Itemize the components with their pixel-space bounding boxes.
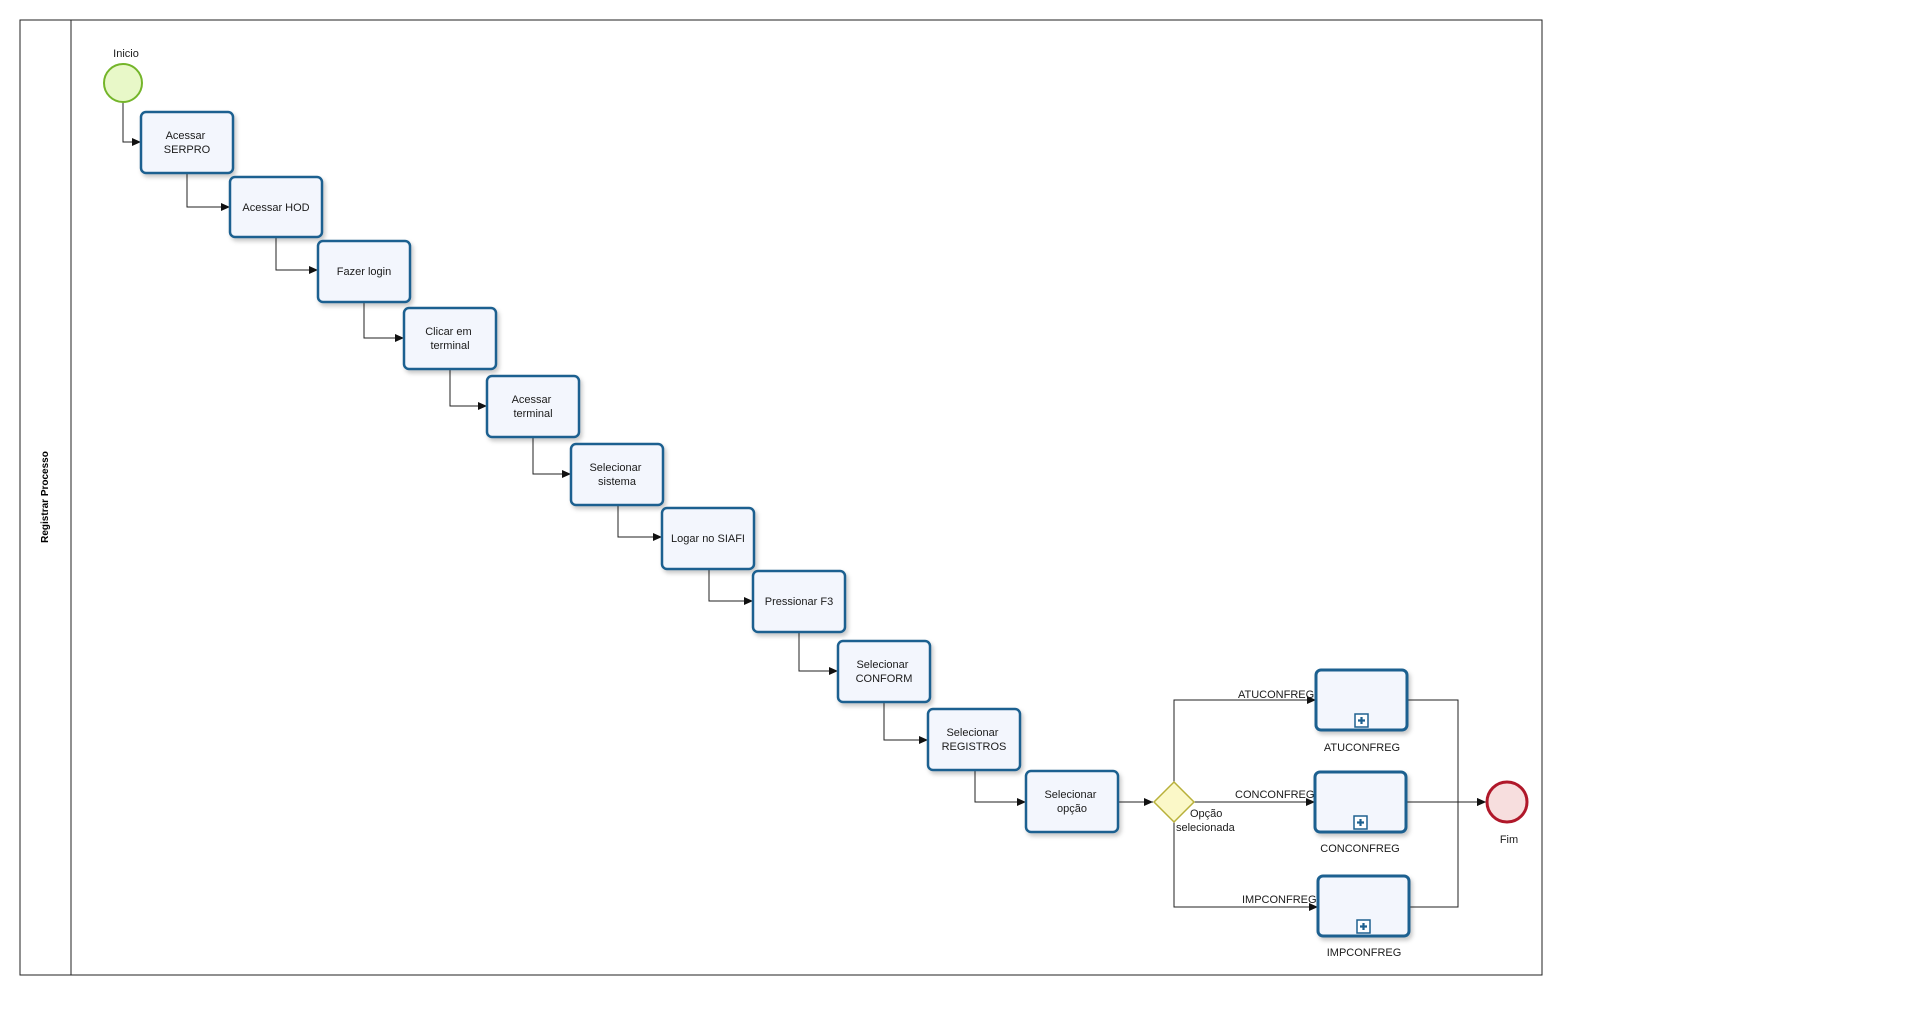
flow-t7-t8 [708,569,753,605]
start-event[interactable] [103,63,143,103]
task-label: Clicar em terminal [425,326,475,352]
task-acessar-serpro[interactable] [139,110,235,175]
subprocess-label: CONCONFREG [1320,843,1399,855]
end-event[interactable] [1485,780,1529,824]
flow-label-s3: IMPCONFREG [1242,894,1317,906]
task-label: Acessar SERPRO [164,130,211,156]
end-event-label: Fim [1500,834,1518,846]
flow-t5-t6 [532,437,571,478]
subprocess-atuconfreg[interactable] [1314,668,1409,732]
task-acessar-terminal[interactable] [485,374,581,439]
task-label: Selecionar opção [1044,789,1099,815]
sequence-flows [122,102,1486,911]
task-label: Logar no SIAFI [671,533,745,545]
flow-gateway-s3 [1173,822,1318,911]
flow-label-s1: ATUCONFREG [1238,689,1314,701]
task-fazer-login[interactable] [316,239,412,304]
flow-t10-t11 [974,770,1026,806]
flow-t6-t7 [617,505,662,541]
task-label: Selecionar sistema [589,462,644,488]
task-selecionar-conform[interactable] [836,639,932,704]
exclusive-gateway[interactable] [1152,780,1196,824]
expand-marker-icon[interactable] [1356,919,1371,934]
flow-start-t1 [122,102,141,146]
task-logar-no-siafi[interactable] [660,506,756,571]
task-label: Selecionar CONFORM [856,659,913,685]
pool: Registrar Processo [19,19,1543,976]
expand-marker-icon[interactable] [1353,815,1368,830]
task-label: Pressionar F3 [765,596,833,608]
subprocess-label: ATUCONFREG [1324,742,1400,754]
task-selecionar-opcao[interactable] [1024,769,1120,834]
flow-t4-t5 [449,369,487,410]
flow-t2-t3 [275,237,318,274]
task-label: Acessar HOD [242,202,309,214]
gateway-label: Opção selecionada [1176,808,1236,834]
task-selecionar-sistema[interactable] [569,442,665,507]
flow-s3-end [1409,802,1459,908]
subprocess-impconfreg[interactable] [1316,874,1411,938]
task-selecionar-registros[interactable] [926,707,1022,772]
expand-marker-icon[interactable] [1354,713,1369,728]
task-acessar-hod[interactable] [228,175,324,239]
subprocess-conconfreg[interactable] [1313,770,1408,834]
task-clicar-em-terminal[interactable] [402,306,498,371]
flow-t9-t10 [883,702,928,744]
flow-t1-t2 [186,173,230,211]
task-pressionar-f3[interactable] [751,569,847,634]
flow-label-s2: CONCONFREG [1235,789,1314,801]
flow-t8-t9 [798,632,838,675]
flow-gateway-s1 [1173,696,1316,782]
task-label: Selecionar REGISTROS [942,727,1007,753]
flow-t3-t4 [363,302,404,342]
pool-label: Registrar Processo [40,451,51,543]
task-label: Acessar terminal [512,394,555,420]
subprocess-label: IMPCONFREG [1327,947,1402,959]
task-label: Fazer login [337,266,391,278]
start-event-label: Inicio [113,48,139,60]
